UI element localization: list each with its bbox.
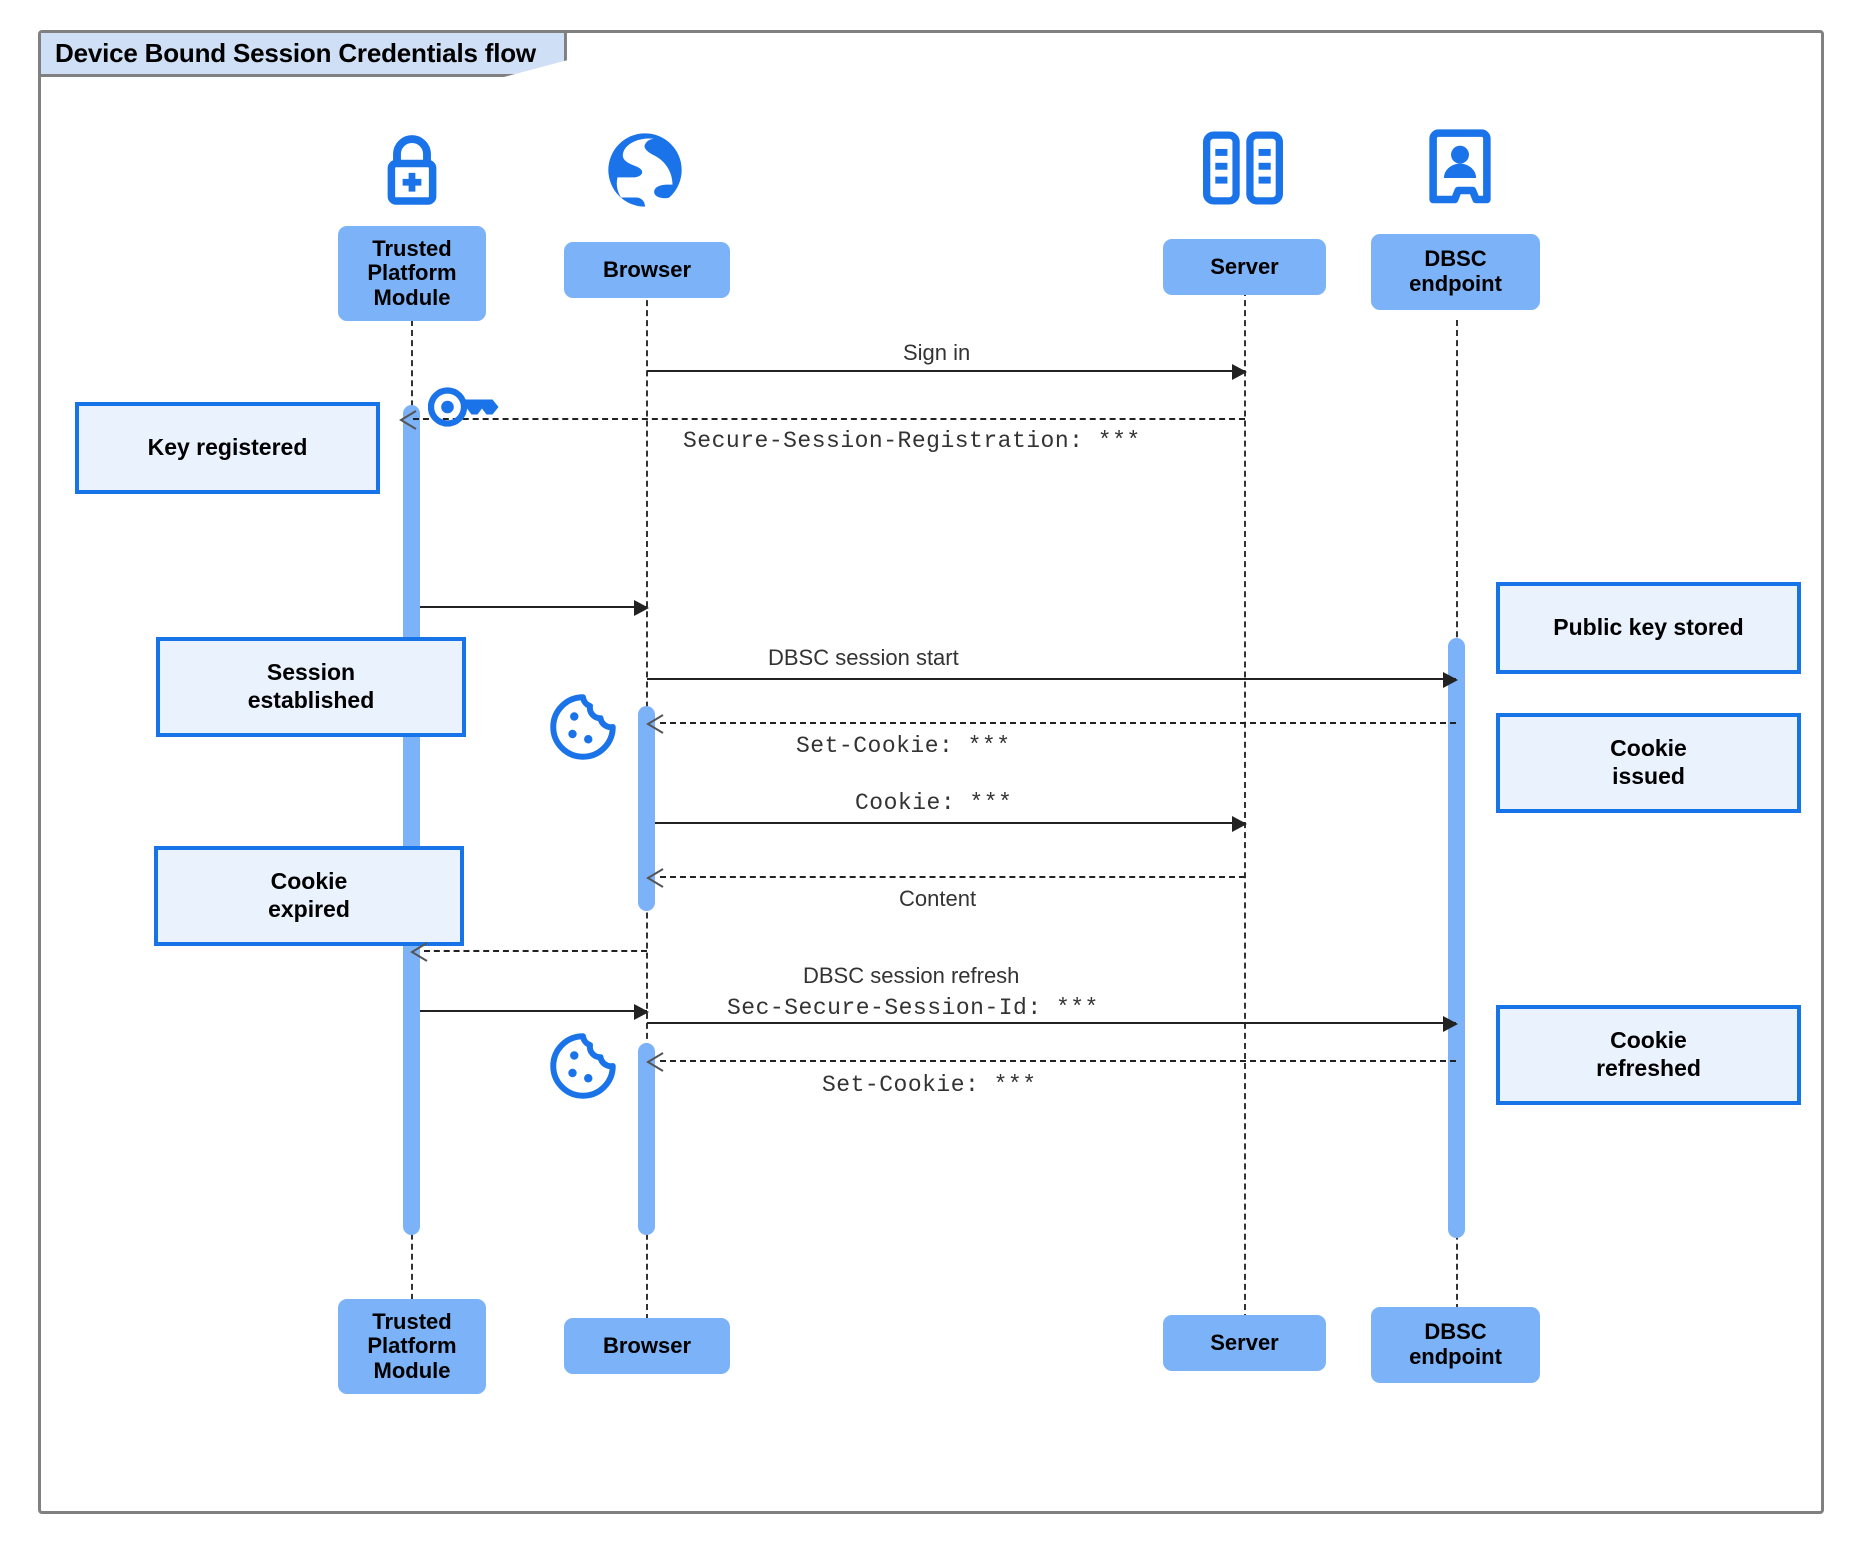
- participant-label: Browser: [602, 256, 692, 282]
- frame-title-tab: Device Bound Session Credentials flow: [41, 33, 567, 77]
- note-key-registered: Key registered: [75, 402, 380, 494]
- activation-bar-browser-2: [638, 1043, 655, 1235]
- message-label-cookie: Cookie: ***: [855, 790, 1013, 816]
- message-arrow-set-cookie-1: [646, 714, 1456, 734]
- note-public-key-stored: Public key stored: [1496, 582, 1801, 674]
- message-arrow-content: [646, 868, 1245, 888]
- participant-label: Server: [1210, 1329, 1279, 1355]
- participant-dbsc-bottom[interactable]: DBSC endpoint: [1371, 1307, 1540, 1383]
- message-label-dbsc-session-refresh: DBSC session refresh: [803, 963, 1020, 988]
- globe-icon: [601, 126, 689, 219]
- participant-dbsc-top[interactable]: DBSC endpoint: [1371, 234, 1540, 310]
- participant-label-line2: endpoint: [1409, 1344, 1502, 1369]
- note-text-line2: issued: [1612, 763, 1685, 789]
- cookie-icon: [548, 1031, 618, 1106]
- participant-label-line1: DBSC: [1424, 246, 1487, 272]
- key-icon: [427, 382, 500, 437]
- note-text-line1: Session: [266, 659, 356, 686]
- note-session-established: Session established: [156, 637, 466, 737]
- participant-label-line2: Platform: [367, 1333, 457, 1359]
- arrowhead-right-icon: [1232, 816, 1247, 832]
- message-arrow-cookie: [655, 816, 1247, 832]
- arrowhead-right-icon: [1443, 1016, 1458, 1032]
- message-arrow-sign-in: [647, 364, 1247, 380]
- participant-label-line2: endpoint: [1409, 271, 1502, 296]
- participant-label-line3: Module: [373, 284, 451, 310]
- activation-bar-browser-1: [638, 706, 655, 911]
- arrowhead-open-left-icon: [646, 1051, 664, 1073]
- padlock-plus-icon: [367, 126, 457, 221]
- arrowhead-right-icon: [1443, 672, 1458, 688]
- participant-server-bottom[interactable]: Server: [1163, 1315, 1326, 1371]
- message-arrow-browser-to-tpm: [410, 942, 647, 962]
- participant-label-line2: Platform: [367, 260, 457, 286]
- server-rack-icon: [1198, 126, 1288, 215]
- arrowhead-open-left-icon: [399, 409, 417, 431]
- participant-label-line1: Trusted: [372, 1308, 452, 1334]
- message-label-set-cookie-2: Set-Cookie: ***: [822, 1072, 1037, 1098]
- message-label-dbsc-session-start: DBSC session start: [768, 645, 959, 670]
- note-text-line2: refreshed: [1596, 1055, 1701, 1081]
- message-label-sign-in: Sign in: [903, 340, 971, 365]
- note-cookie-refreshed: Cookie refreshed: [1496, 1005, 1801, 1105]
- note-text: Key registered: [147, 434, 308, 461]
- message-label-set-cookie-1: Set-Cookie: ***: [796, 733, 1011, 759]
- message-arrow-tpm-to-browser-1: [420, 600, 649, 616]
- note-text-line1: Cookie: [1610, 1027, 1687, 1054]
- id-badge-icon: [1424, 126, 1496, 217]
- note-cookie-expired: Cookie expired: [154, 846, 464, 946]
- participant-label-line1: DBSC: [1424, 1319, 1487, 1345]
- arrowhead-open-left-icon: [410, 941, 428, 963]
- message-label-content: Content: [899, 886, 977, 911]
- participant-tpm-bottom[interactable]: Trusted Platform Module: [338, 1299, 486, 1394]
- participant-server-top[interactable]: Server: [1163, 239, 1326, 295]
- note-text: Public key stored: [1553, 614, 1744, 641]
- cookie-icon: [548, 692, 618, 767]
- diagram-title: Device Bound Session Credentials flow: [55, 38, 536, 68]
- participant-label-line3: Module: [373, 1357, 451, 1383]
- activation-bar-tpm: [403, 405, 420, 1235]
- participant-browser-top[interactable]: Browser: [564, 242, 730, 298]
- participant-label-line1: Trusted: [372, 235, 452, 261]
- note-text-line2: expired: [268, 896, 350, 922]
- message-label-sec-secure-session-id: Sec-Secure-Session-Id: ***: [727, 995, 1099, 1021]
- message-arrow-tpm-to-browser-2: [420, 1004, 649, 1020]
- arrowhead-right-icon: [1232, 364, 1247, 380]
- message-arrow-dbsc-session-start: [647, 672, 1458, 688]
- message-label-secure-session-registration: Secure-Session-Registration: ***: [683, 428, 1141, 454]
- participant-browser-bottom[interactable]: Browser: [564, 1318, 730, 1374]
- arrowhead-right-icon: [634, 600, 649, 616]
- participant-label: Server: [1210, 253, 1279, 279]
- participant-label: Browser: [602, 1332, 692, 1358]
- note-text-line1: Cookie: [1610, 735, 1687, 762]
- message-arrow-set-cookie-2: [646, 1052, 1456, 1072]
- activation-bar-dbsc: [1448, 638, 1465, 1238]
- arrowhead-open-left-icon: [646, 867, 664, 889]
- message-arrow-secure-session-registration: [399, 410, 1245, 430]
- note-text-line1: Cookie: [270, 868, 348, 895]
- lifeline-server: [1244, 280, 1246, 1320]
- note-cookie-issued: Cookie issued: [1496, 713, 1801, 813]
- note-text-line2: established: [247, 687, 375, 713]
- participant-tpm-top[interactable]: Trusted Platform Module: [338, 226, 486, 321]
- arrowhead-right-icon: [634, 1004, 649, 1020]
- arrowhead-open-left-icon: [646, 713, 664, 735]
- message-arrow-dbsc-session-refresh: [647, 1016, 1458, 1032]
